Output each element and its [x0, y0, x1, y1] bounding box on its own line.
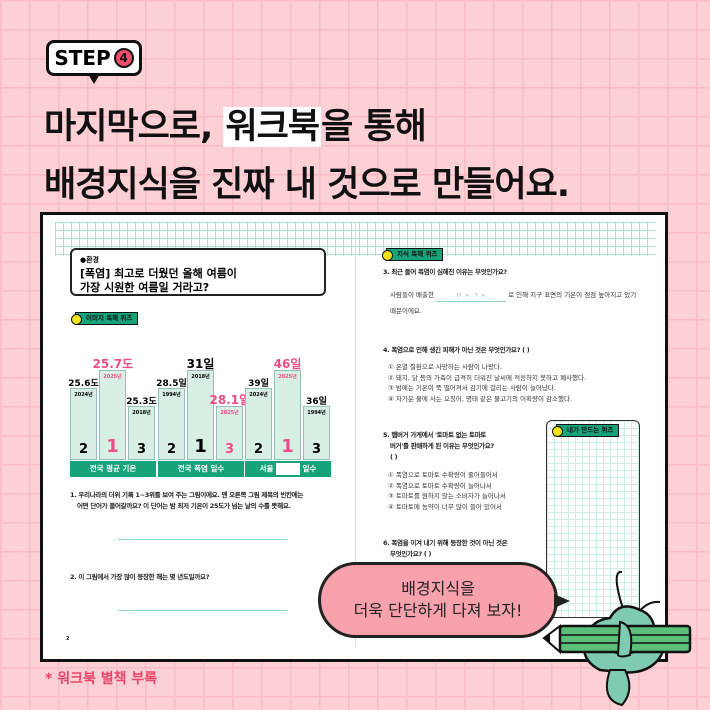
answer-line-2[interactable] [118, 610, 288, 611]
answer-option[interactable]: ① 온열 질환으로 사망하는 사람이 나왔다. [388, 363, 502, 371]
question-3-end: 때문이에요. [390, 307, 422, 315]
page-title-line2: 배경지식을 진짜 내 것으로 만들어요. [44, 165, 570, 205]
chart-bar: 2025년 3 [216, 406, 243, 460]
bar-rank: 2 [253, 442, 264, 457]
chart-bar: 1994년 3 [303, 406, 330, 460]
character-mascot-icon [542, 571, 692, 707]
bar-rank: 3 [311, 442, 322, 457]
headline-line2: 가장 시원한 여름일 거라고? [80, 281, 210, 294]
step-label: STEP [54, 46, 111, 70]
bar-rank: 3 [136, 442, 147, 457]
bar-value-label: 36일 [306, 397, 327, 407]
category-tag: ●환경 [80, 256, 99, 264]
step-badge-tail [88, 74, 100, 84]
chart-bar: 2018년 1 [187, 370, 214, 460]
blank-box [276, 463, 300, 475]
bar-year: 2024년 [249, 392, 268, 398]
footer-note: * 워크북 별책 부록 [45, 671, 158, 687]
chart-bar: 2018년 3 [128, 406, 155, 460]
step-number: 4 [113, 48, 134, 68]
bar-year: 2025년 [220, 410, 239, 416]
title-highlight: 워크북 [223, 107, 322, 147]
article-headline-box: ●환경 [폭염] 최고로 더웠던 올해 여름이 가장 시원한 여름일 거라고? [70, 248, 326, 296]
chart-label-temp: 전국 평균 기온 [70, 461, 156, 477]
chart-bar: 2025년 1 [274, 370, 301, 460]
bar-year: 2018년 [191, 374, 210, 380]
answer-line-1[interactable] [118, 539, 288, 540]
bar-year: 2024년 [74, 392, 93, 398]
answer-option[interactable]: ④ 차가운 물에 사는 오징어, 명태 같은 물고기의 어획량이 감소했다. [388, 394, 573, 403]
my-quiz-badge: 내가 만드는 퀴즈 [551, 424, 620, 437]
question-4: 4. 폭염으로 인해 생긴 피해가 아닌 것은 무엇인가요? ( ) [383, 346, 530, 354]
my-quiz-box[interactable] [546, 420, 640, 618]
bar-rank: 1 [194, 436, 207, 457]
bar-rank: 2 [166, 442, 177, 457]
chart-bar: 2024년 2 [70, 388, 97, 460]
question-5-options: ① 폭염으로 토마토 수확량이 줄어들어서 ② 폭염으로 토마토 수확량이 늘어나… [388, 470, 506, 512]
bar-year: 2025년 [278, 374, 297, 380]
page-fold [355, 222, 356, 647]
answer-option[interactable]: ② 폭염으로 토마토 수확량이 늘어나서 [388, 481, 492, 490]
image-quiz-badge: 이미지 독해 퀴즈 [70, 312, 139, 325]
bar-year: 1994년 [162, 392, 181, 398]
bar-year: 2018년 [132, 410, 151, 416]
headline-line1: [폭염] 최고로 더웠던 올해 여름이 [80, 267, 237, 280]
question-1: 1. 우리나라의 더위 기록 1~3위를 보여 주는 그림이에요. 맨 오른쪽 … [70, 491, 304, 510]
question-2: 2. 이 그림에서 가장 많이 등장한 해는 몇 년도일까요? [70, 573, 210, 581]
answer-option[interactable]: ① 폭염으로 토마토 수확량이 줄어들어서 [388, 471, 498, 479]
chart-bar: 2024년 2 [245, 388, 272, 460]
bar-rank: 1 [281, 436, 294, 457]
chart-bar: 1994년 2 [158, 388, 185, 460]
answer-option[interactable]: ③ 토마토를 원하지 않는 소비자가 늘어나서 [388, 492, 506, 500]
knowledge-quiz-badge: 지식 독해 퀴즈 [381, 248, 444, 261]
bar-value-label: 25.6도 [68, 379, 99, 389]
bar-value-label: 46일 [273, 357, 302, 371]
question-3: 3. 최근 들어 폭염이 심해진 이유는 무엇인가요? [383, 268, 507, 276]
question-3-sentence: 사람들이 배출한 ㅇ ㅅ ㄱ ㅅ 로 인해 지구 표면의 기온이 점점 높아지고… [390, 287, 652, 319]
answer-option[interactable]: ④ 토마토에 농약이 너무 많이 들어 있어서 [388, 502, 502, 511]
bar-value-label: 28.5일 [156, 379, 187, 389]
speech-bubble-tail [554, 594, 570, 608]
bar-rank: 2 [78, 442, 89, 457]
bar-value-label: 25.7도 [92, 357, 134, 371]
page-title-line1: 마지막으로, 워크북을 통해 [44, 107, 427, 147]
bar-rank: 3 [224, 442, 235, 457]
q3-blank[interactable]: ㅇ ㅅ ㄱ ㅅ [436, 289, 507, 302]
chart-label-heatwave: 전국 폭염 일수 [158, 461, 244, 477]
answer-option[interactable]: ② 돼지, 닭 등의 가축이 급격히 더워진 날씨에 적응하지 못하고 폐사했다… [388, 373, 587, 382]
bar-year: 1994년 [307, 410, 326, 416]
page-number: 2 [66, 636, 70, 642]
bar-value-label: 28.1일 [209, 393, 251, 407]
answer-option[interactable]: ③ 밤에는 기온이 뚝 떨어져서 감기에 걸리는 사람이 늘어났다. [388, 384, 556, 392]
chart-label-seoul: 서울 일수 [245, 461, 331, 477]
chart-bar: 2025년 1 [99, 370, 126, 460]
bar-value-label: 25.3도 [126, 397, 157, 407]
question-4-options: ① 온열 질환으로 사망하는 사람이 나왔다. ② 돼지, 닭 등의 가축이 급격… [388, 362, 586, 404]
bar-value-label: 39일 [248, 379, 269, 389]
bar-year: 2025년 [103, 374, 122, 380]
bar-rank: 1 [106, 436, 119, 457]
bar-value-label: 31일 [186, 357, 215, 371]
